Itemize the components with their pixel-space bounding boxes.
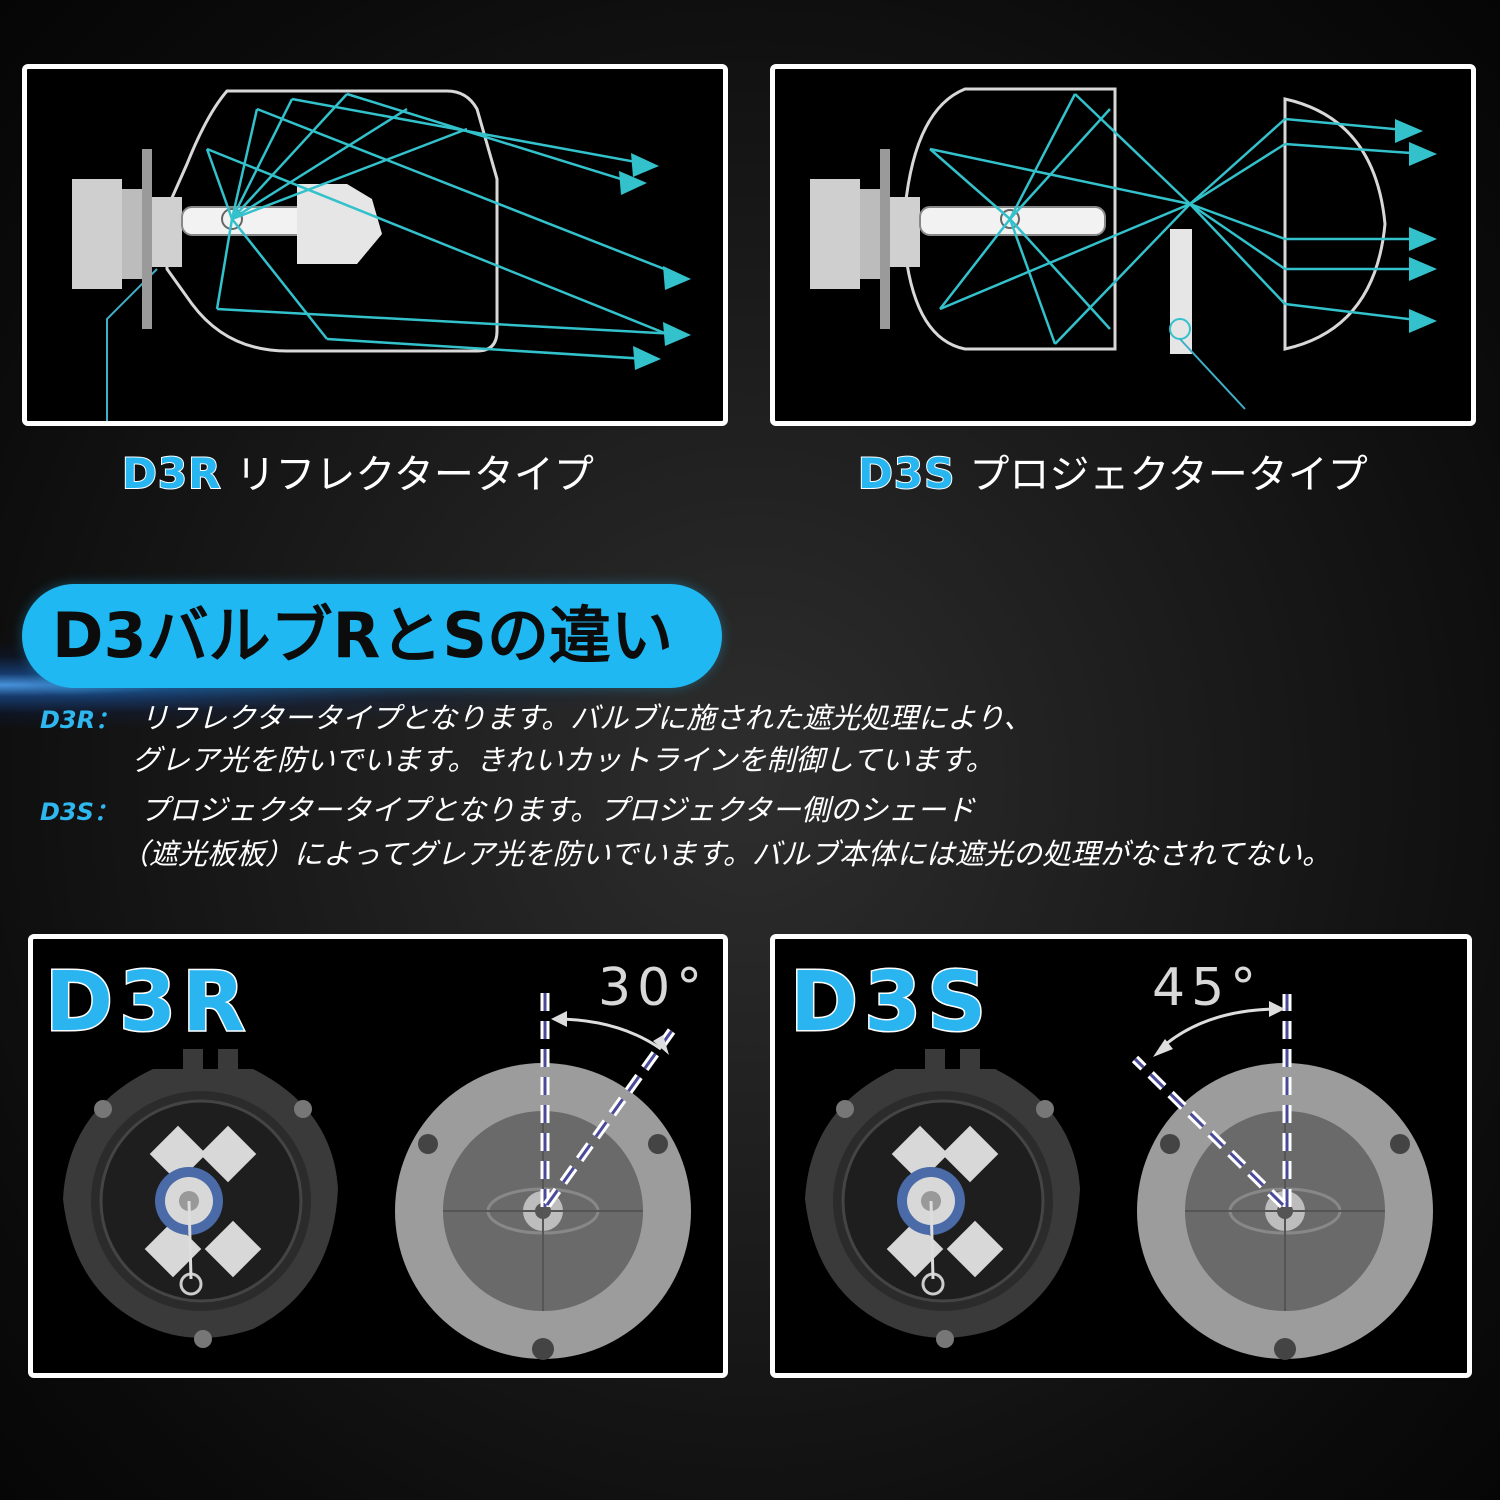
description-d3r-line1: リフレクタータイプとなります。バルブに施された遮光処理により、	[140, 701, 1033, 735]
projector-diagram	[810, 87, 1437, 410]
projector-caption: D3S プロジェクタータイプ	[857, 442, 1368, 500]
description-d3r-key: D3R：	[40, 706, 120, 734]
d3r-socket	[395, 1063, 691, 1360]
projector-label: プロジェクタータイプ	[969, 452, 1368, 498]
d3s-big-code: D3S	[788, 954, 993, 1052]
reflector-diagram-panel	[22, 64, 728, 426]
d3r-bulb-base	[63, 1049, 338, 1348]
d3s-angle-label: 45°	[1152, 958, 1263, 1018]
d3r-connector-diagram	[63, 989, 691, 1360]
description-d3r-line2: グレア光を防いでいます。きれいカットラインを制御しています。	[132, 743, 995, 777]
d3s-connector-diagram	[805, 994, 1433, 1360]
reflector-label: リフレクタータイプ	[235, 452, 594, 498]
d3r-connector-panel	[28, 934, 728, 1378]
reflector-code: D3R	[121, 448, 222, 499]
description-d3s-key: D3S：	[40, 798, 118, 826]
reflector-diagram	[72, 89, 691, 421]
description-d3s-line2: （遮光板板）によってグレア光を防いでいます。バルブ本体には遮光の処理がなされてな…	[120, 837, 1332, 871]
d3r-angle-label: 30°	[598, 958, 709, 1018]
reflector-caption: D3R リフレクタータイプ	[121, 442, 594, 500]
d3s-connector-panel	[770, 934, 1472, 1378]
d3r-big-code: D3R	[43, 954, 252, 1052]
description-d3s: D3S： プロジェクタータイプとなります。プロジェクター側のシェード （遮光板板）…	[40, 787, 1331, 871]
description-d3s-line1: プロジェクタータイプとなります。プロジェクター側のシェード	[140, 793, 975, 827]
projector-diagram-panel	[770, 64, 1476, 426]
d3s-bulb-base	[805, 1049, 1080, 1348]
section-heading: D3バルブRとSの違い	[22, 584, 722, 688]
description-d3r: D3R： リフレクタータイプとなります。バルブに施された遮光処理により、 グレア光…	[40, 695, 1033, 777]
projector-code: D3S	[857, 448, 956, 499]
